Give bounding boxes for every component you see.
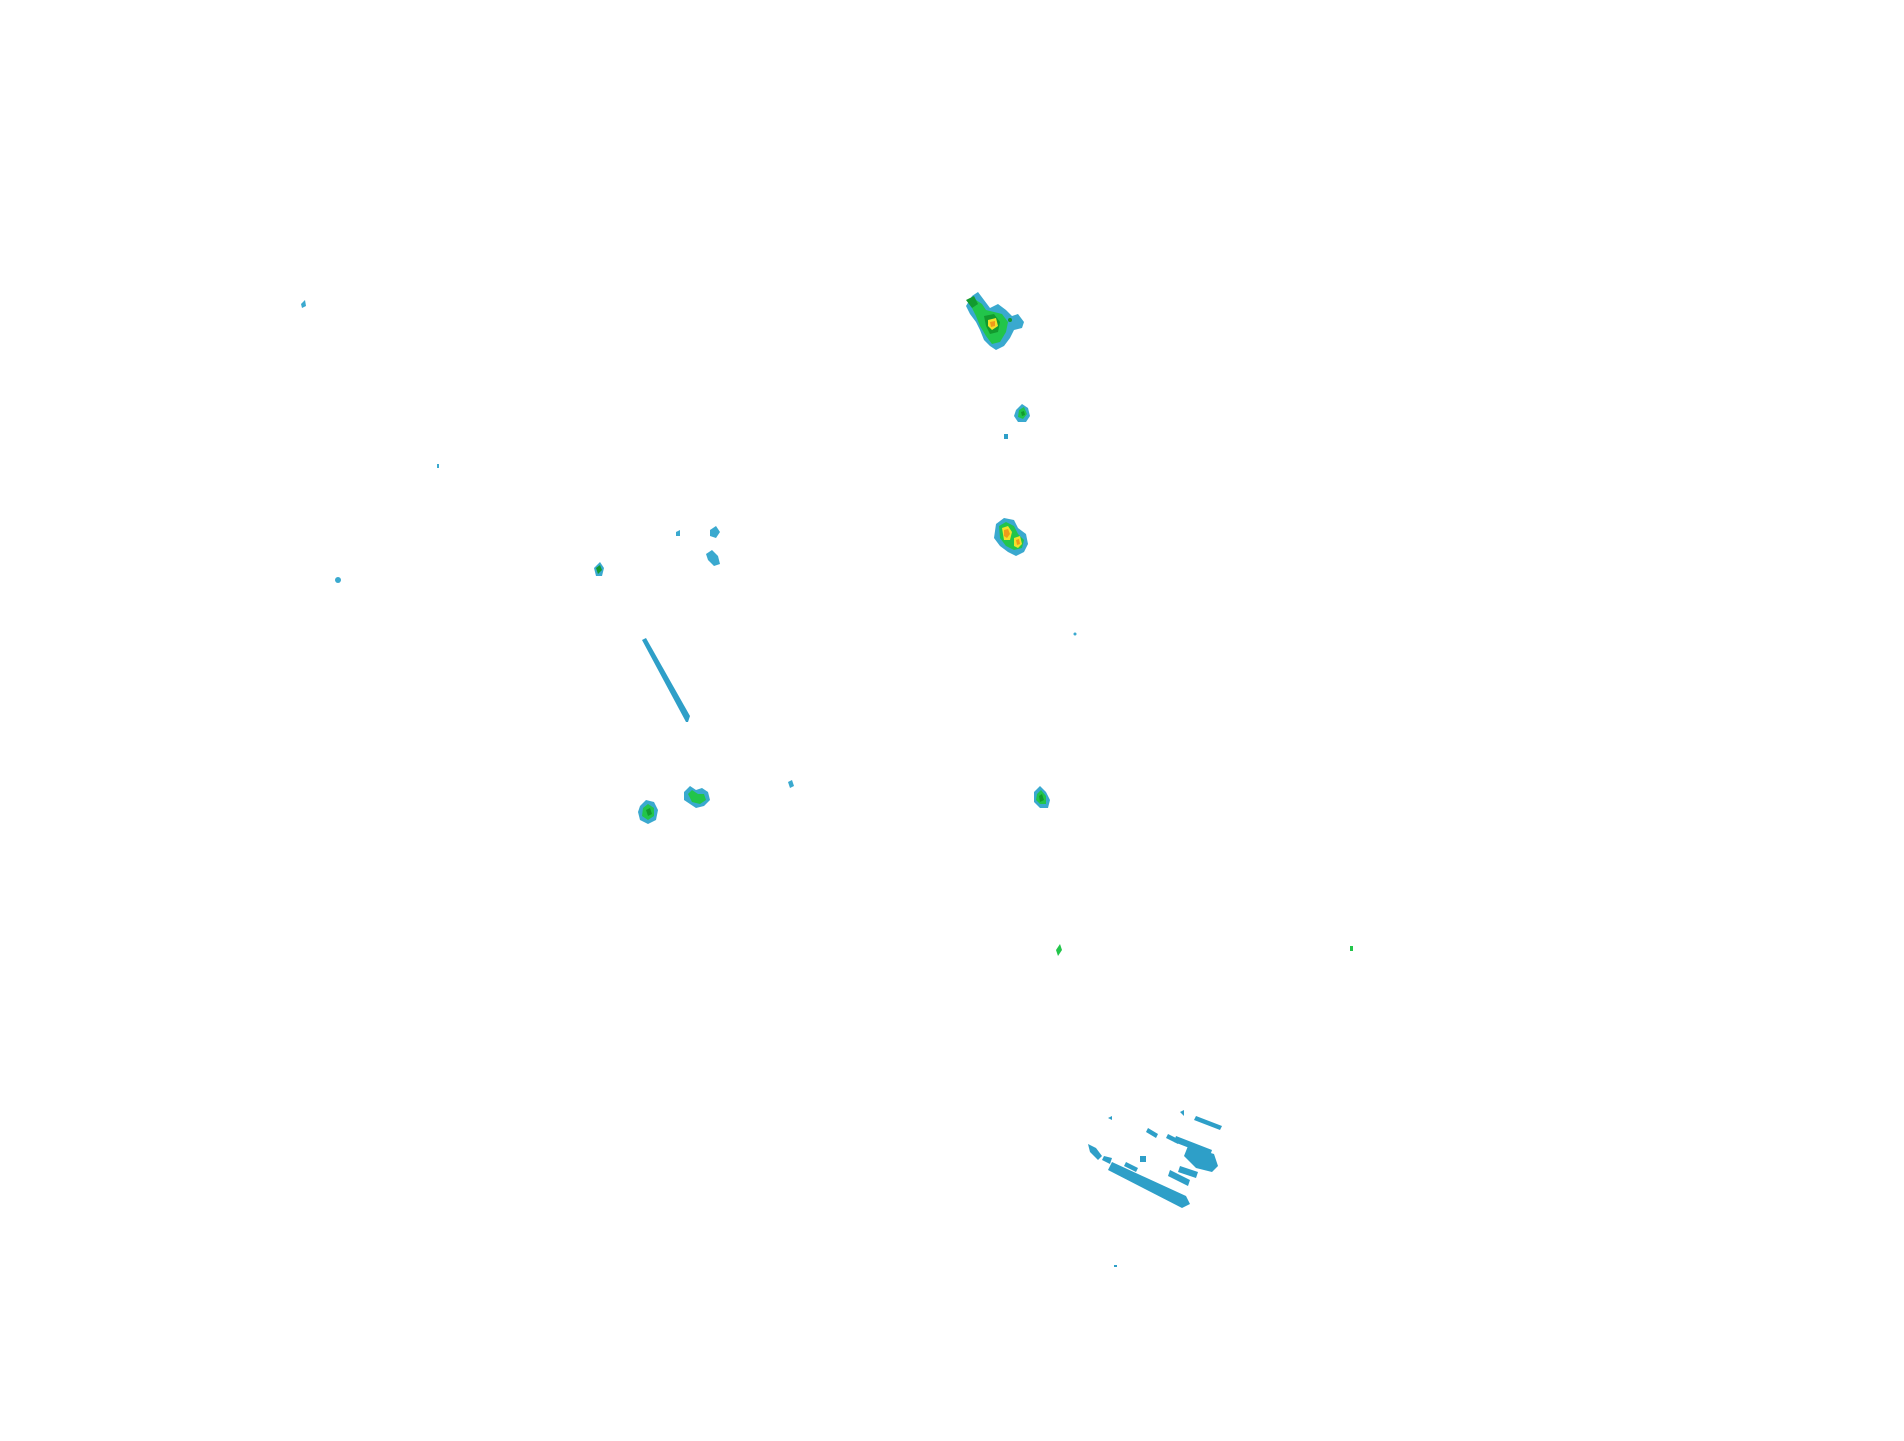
storm-cell-north-small	[1004, 404, 1030, 439]
light-echo-scatter-west	[301, 300, 1077, 788]
storm-cell-west-3	[684, 786, 710, 808]
storm-cell-north	[966, 292, 1024, 350]
storm-cell-south-central	[1034, 786, 1050, 808]
storm-cell-central	[994, 518, 1028, 556]
storm-cell-west-1	[594, 562, 604, 576]
small-echoes-east	[1056, 944, 1353, 956]
storm-cell-west-2	[638, 800, 658, 824]
light-echo-band-southeast	[1088, 1110, 1222, 1267]
light-echo-line-west	[642, 638, 690, 722]
